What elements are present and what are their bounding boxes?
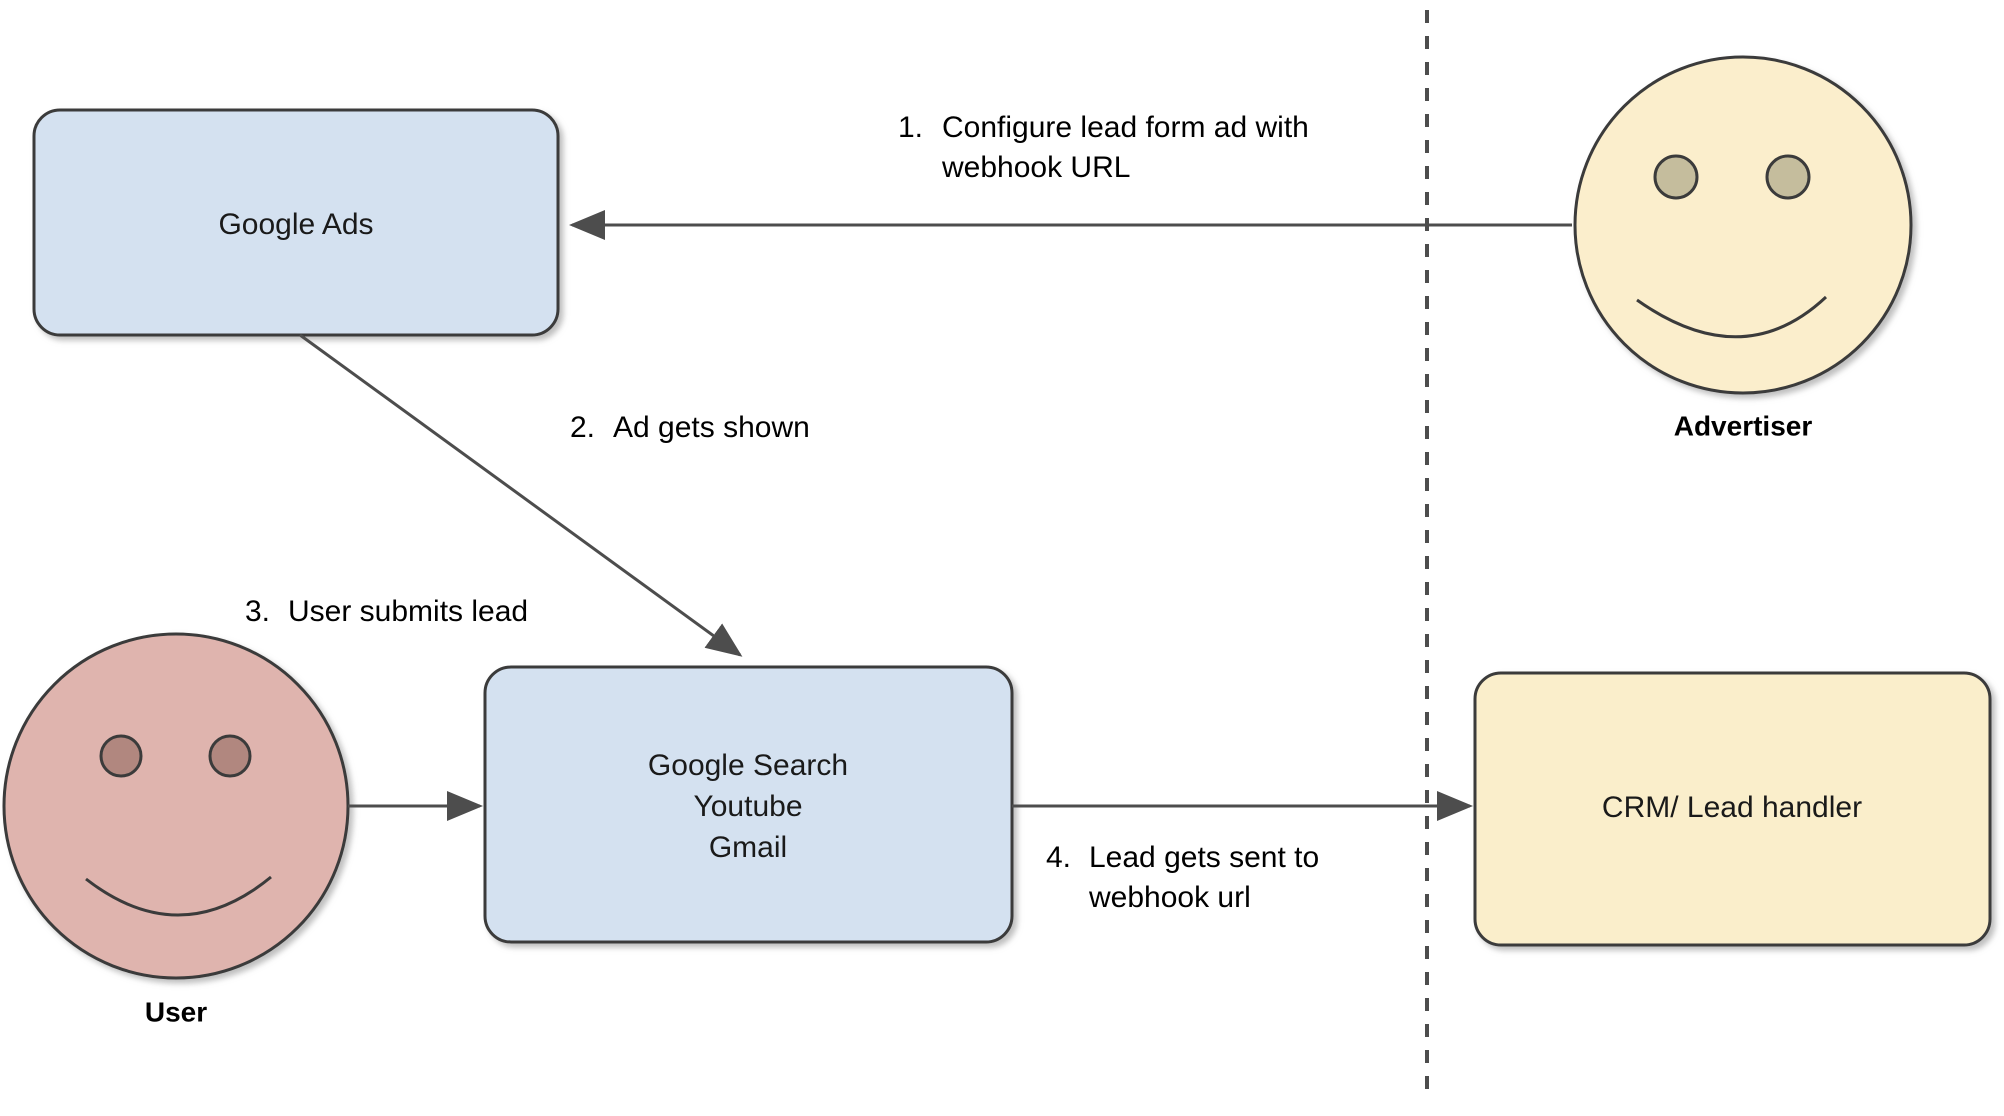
advertiser-label: Advertiser <box>1674 410 1813 441</box>
node-google-ads[interactable]: Google Ads <box>32 108 560 337</box>
edge-2-line <box>299 333 743 657</box>
advertiser-face-icon[interactable] <box>1573 55 1913 395</box>
advertiser-smile-icon <box>1636 295 1828 339</box>
edge-4-text-line-1: Lead gets sent to <box>1089 841 1319 874</box>
actor-advertiser[interactable]: Advertiser <box>1573 55 1913 441</box>
google-surfaces-label-line-3: Gmail <box>709 831 787 864</box>
node-crm-lead-handler[interactable]: CRM/ Lead handler <box>1473 671 1992 947</box>
edge-google-ads-to-surfaces: 2. Ad gets shown <box>299 333 810 657</box>
edge-surfaces-to-crm: 4. Lead gets sent to webhook url <box>1012 791 1473 914</box>
node-google-surfaces[interactable]: Google Search Youtube Gmail <box>483 665 1014 944</box>
edge-2-text-line-1: Ad gets shown <box>613 411 810 444</box>
google-surfaces-label-line-2: Youtube <box>693 790 802 823</box>
user-right-eye-icon <box>208 734 252 778</box>
user-left-eye-icon <box>99 734 143 778</box>
google-ads-box[interactable] <box>32 108 560 337</box>
edge-user-to-surfaces: 3. User submits lead <box>245 595 528 821</box>
advertiser-left-eye-icon <box>1653 154 1699 200</box>
google-ads-label: Google Ads <box>218 208 373 241</box>
edge-2-number: 2. <box>570 411 595 444</box>
crm-label: CRM/ Lead handler <box>1602 791 1862 824</box>
edge-3-number: 3. <box>245 595 270 628</box>
edge-1-number: 1. <box>898 111 923 144</box>
edge-3-text-line-1: User submits lead <box>288 595 528 628</box>
advertiser-right-eye-icon <box>1765 154 1811 200</box>
crm-box[interactable] <box>1473 671 1992 947</box>
user-label: User <box>145 996 207 1027</box>
edge-4-number: 4. <box>1046 841 1071 874</box>
edge-4-text-line-2: webhook url <box>1088 881 1251 914</box>
user-face-icon[interactable] <box>2 632 350 980</box>
user-smile-icon <box>85 875 272 917</box>
google-surfaces-label-line-1: Google Search <box>648 749 848 782</box>
edge-1-text-line-2: webhook URL <box>941 151 1130 184</box>
edge-1-text-line-1: Configure lead form ad with <box>942 111 1309 144</box>
actor-user[interactable]: User <box>2 632 350 1027</box>
edge-advertiser-to-google-ads: 1. Configure lead form ad with webhook U… <box>569 111 1572 240</box>
